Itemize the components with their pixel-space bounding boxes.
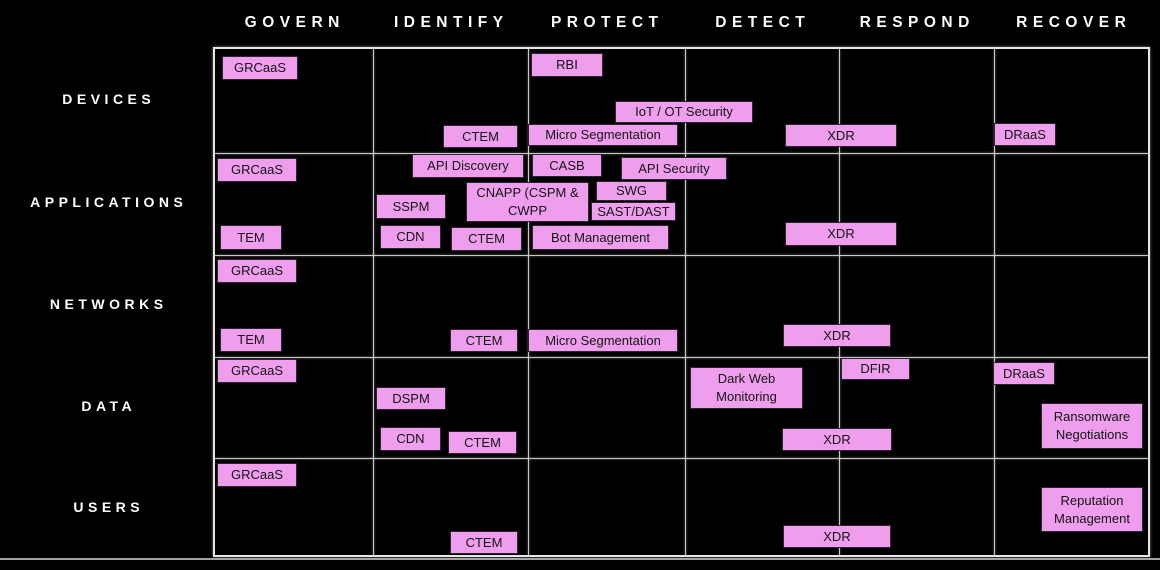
service-box-label: DSPM — [392, 390, 430, 406]
service-box-rbi-devices: RBI — [531, 53, 603, 77]
service-box-label: XDR — [827, 127, 855, 143]
service-box-label: RBI — [556, 57, 578, 73]
service-box-label: CDN — [396, 431, 425, 447]
service-box-label: SWG — [615, 183, 648, 199]
service-box-label: SSPM — [392, 198, 430, 214]
service-box-micro-segmentation-networks: Micro Segmentation — [528, 329, 678, 352]
service-box-ctem-devices: CTEM — [443, 125, 518, 148]
row-label-data: DATA — [81, 397, 137, 414]
service-box-cdn-data: CDN — [380, 427, 441, 451]
service-box-label: DFIR — [860, 361, 891, 377]
service-box-label: API Discovery — [427, 158, 509, 174]
service-box-ctem-data: CTEM — [448, 431, 517, 454]
column-header-govern: GOVERN — [244, 14, 345, 31]
service-box-casb-applications: CASB — [532, 154, 602, 177]
grid-column-line — [685, 49, 686, 555]
grid-column-line — [528, 49, 529, 555]
row-label-networks: NETWORKS — [49, 296, 168, 312]
service-box-tem-applications: TEM — [220, 225, 282, 250]
service-box-label: TEM — [237, 229, 265, 245]
service-box-draas-data: DRaaS — [993, 362, 1055, 385]
service-box-grcaas-networks: GRCaaS — [217, 259, 297, 283]
service-box-iot-ot-security-devices: IoT / OT Security — [615, 101, 753, 123]
service-box-label: CNAPP (CSPM & CWPP — [476, 185, 579, 218]
grid-column-line — [994, 49, 995, 555]
service-box-dark-web-monitoring-data: Dark Web Monitoring — [690, 367, 803, 409]
service-box-reputation-management-users: Reputation Management — [1041, 487, 1143, 532]
service-box-grcaas-applications: GRCaaS — [217, 158, 297, 182]
service-box-label: XDR — [823, 327, 851, 343]
service-box-ctem-users: CTEM — [450, 531, 518, 554]
service-box-bot-management-applications: Bot Management — [532, 225, 669, 250]
service-box-api-discovery-applications: API Discovery — [412, 154, 524, 178]
service-box-label: SAST/DAST — [597, 203, 670, 219]
service-box-ransomware-negotiations-data: Ransomware Negotiations — [1041, 403, 1143, 449]
service-box-xdr-devices: XDR — [785, 124, 897, 147]
service-box-label: GRCaaS — [230, 467, 284, 483]
grid-row-line — [215, 458, 1148, 459]
service-box-label: CASB — [549, 157, 585, 173]
service-box-label: Dark Web Monitoring — [716, 371, 777, 404]
service-box-swg-applications: SWG — [596, 181, 667, 201]
service-box-label: Micro Segmentation — [545, 127, 661, 143]
service-box-label: XDR — [823, 528, 851, 544]
service-box-label: TEM — [237, 332, 265, 348]
service-box-label: CTEM — [468, 231, 505, 247]
service-box-label: GRCaaS — [230, 162, 284, 178]
service-box-label: IoT / OT Security — [635, 104, 733, 120]
matrix-grid — [213, 47, 1150, 557]
grid-row-line — [215, 153, 1148, 154]
service-box-cdn-applications: CDN — [380, 225, 441, 249]
service-box-xdr-users: XDR — [783, 525, 891, 548]
service-box-sast-dast-applications: SAST/DAST — [591, 202, 676, 221]
grid-column-line — [839, 49, 840, 555]
service-box-dfir-data: DFIR — [841, 358, 910, 380]
service-box-grcaas-users: GRCaaS — [217, 463, 297, 487]
row-label-applications: APPLICATIONS — [30, 194, 188, 210]
service-box-label: API Security — [638, 160, 710, 176]
service-box-label: GRCaaS — [230, 363, 284, 379]
row-label-devices: DEVICES — [62, 91, 156, 107]
service-box-label: Reputation Management — [1054, 492, 1130, 526]
grid-column-line — [373, 49, 374, 555]
service-box-label: CTEM — [465, 332, 503, 348]
service-box-label: GRCaaS — [233, 60, 287, 76]
service-box-grcaas-devices: GRCaaS — [222, 56, 298, 80]
service-box-grcaas-data: GRCaaS — [217, 359, 297, 383]
service-box-label: DRaaS — [1003, 365, 1045, 381]
service-box-label: CDN — [396, 229, 425, 245]
service-box-label: XDR — [823, 431, 851, 447]
service-box-xdr-applications: XDR — [785, 222, 897, 246]
service-box-xdr-data: XDR — [782, 428, 892, 451]
service-box-label: GRCaaS — [230, 263, 284, 279]
service-box-dspm-data: DSPM — [376, 387, 446, 410]
service-box-draas-devices: DRaaS — [994, 123, 1056, 146]
row-label-users: USERS — [73, 498, 145, 515]
service-box-label: Micro Segmentation — [545, 332, 661, 348]
column-header-recover: RECOVER — [1016, 14, 1132, 31]
column-header-respond: RESPOND — [859, 14, 975, 31]
service-box-label: Bot Management — [550, 229, 650, 245]
service-box-label: CTEM — [462, 128, 499, 144]
service-box-cnapp-cspm-cwpp-applications: CNAPP (CSPM & CWPP — [466, 182, 589, 222]
column-header-detect: DETECT — [715, 14, 811, 31]
service-box-ctem-applications: CTEM — [451, 227, 522, 251]
service-box-sspm-applications: SSPM — [376, 194, 446, 219]
bottom-divider — [0, 558, 1160, 560]
service-box-xdr-networks: XDR — [783, 324, 891, 347]
service-box-label: DRaaS — [1004, 126, 1046, 142]
service-box-ctem-networks: CTEM — [450, 329, 518, 352]
service-box-label: CTEM — [464, 434, 501, 450]
grid-row-line — [215, 357, 1148, 358]
service-box-tem-networks: TEM — [220, 328, 282, 352]
column-header-identify: IDENTIFY — [393, 14, 509, 31]
column-header-protect: PROTECT — [550, 14, 664, 31]
service-box-api-security-applications: API Security — [621, 157, 727, 180]
service-box-label: XDR — [827, 226, 855, 242]
service-box-label: Ransomware Negotiations — [1053, 409, 1131, 442]
service-box-label: CTEM — [465, 534, 503, 550]
grid-row-line — [215, 255, 1148, 256]
service-box-micro-segmentation-devices: Micro Segmentation — [528, 124, 678, 146]
